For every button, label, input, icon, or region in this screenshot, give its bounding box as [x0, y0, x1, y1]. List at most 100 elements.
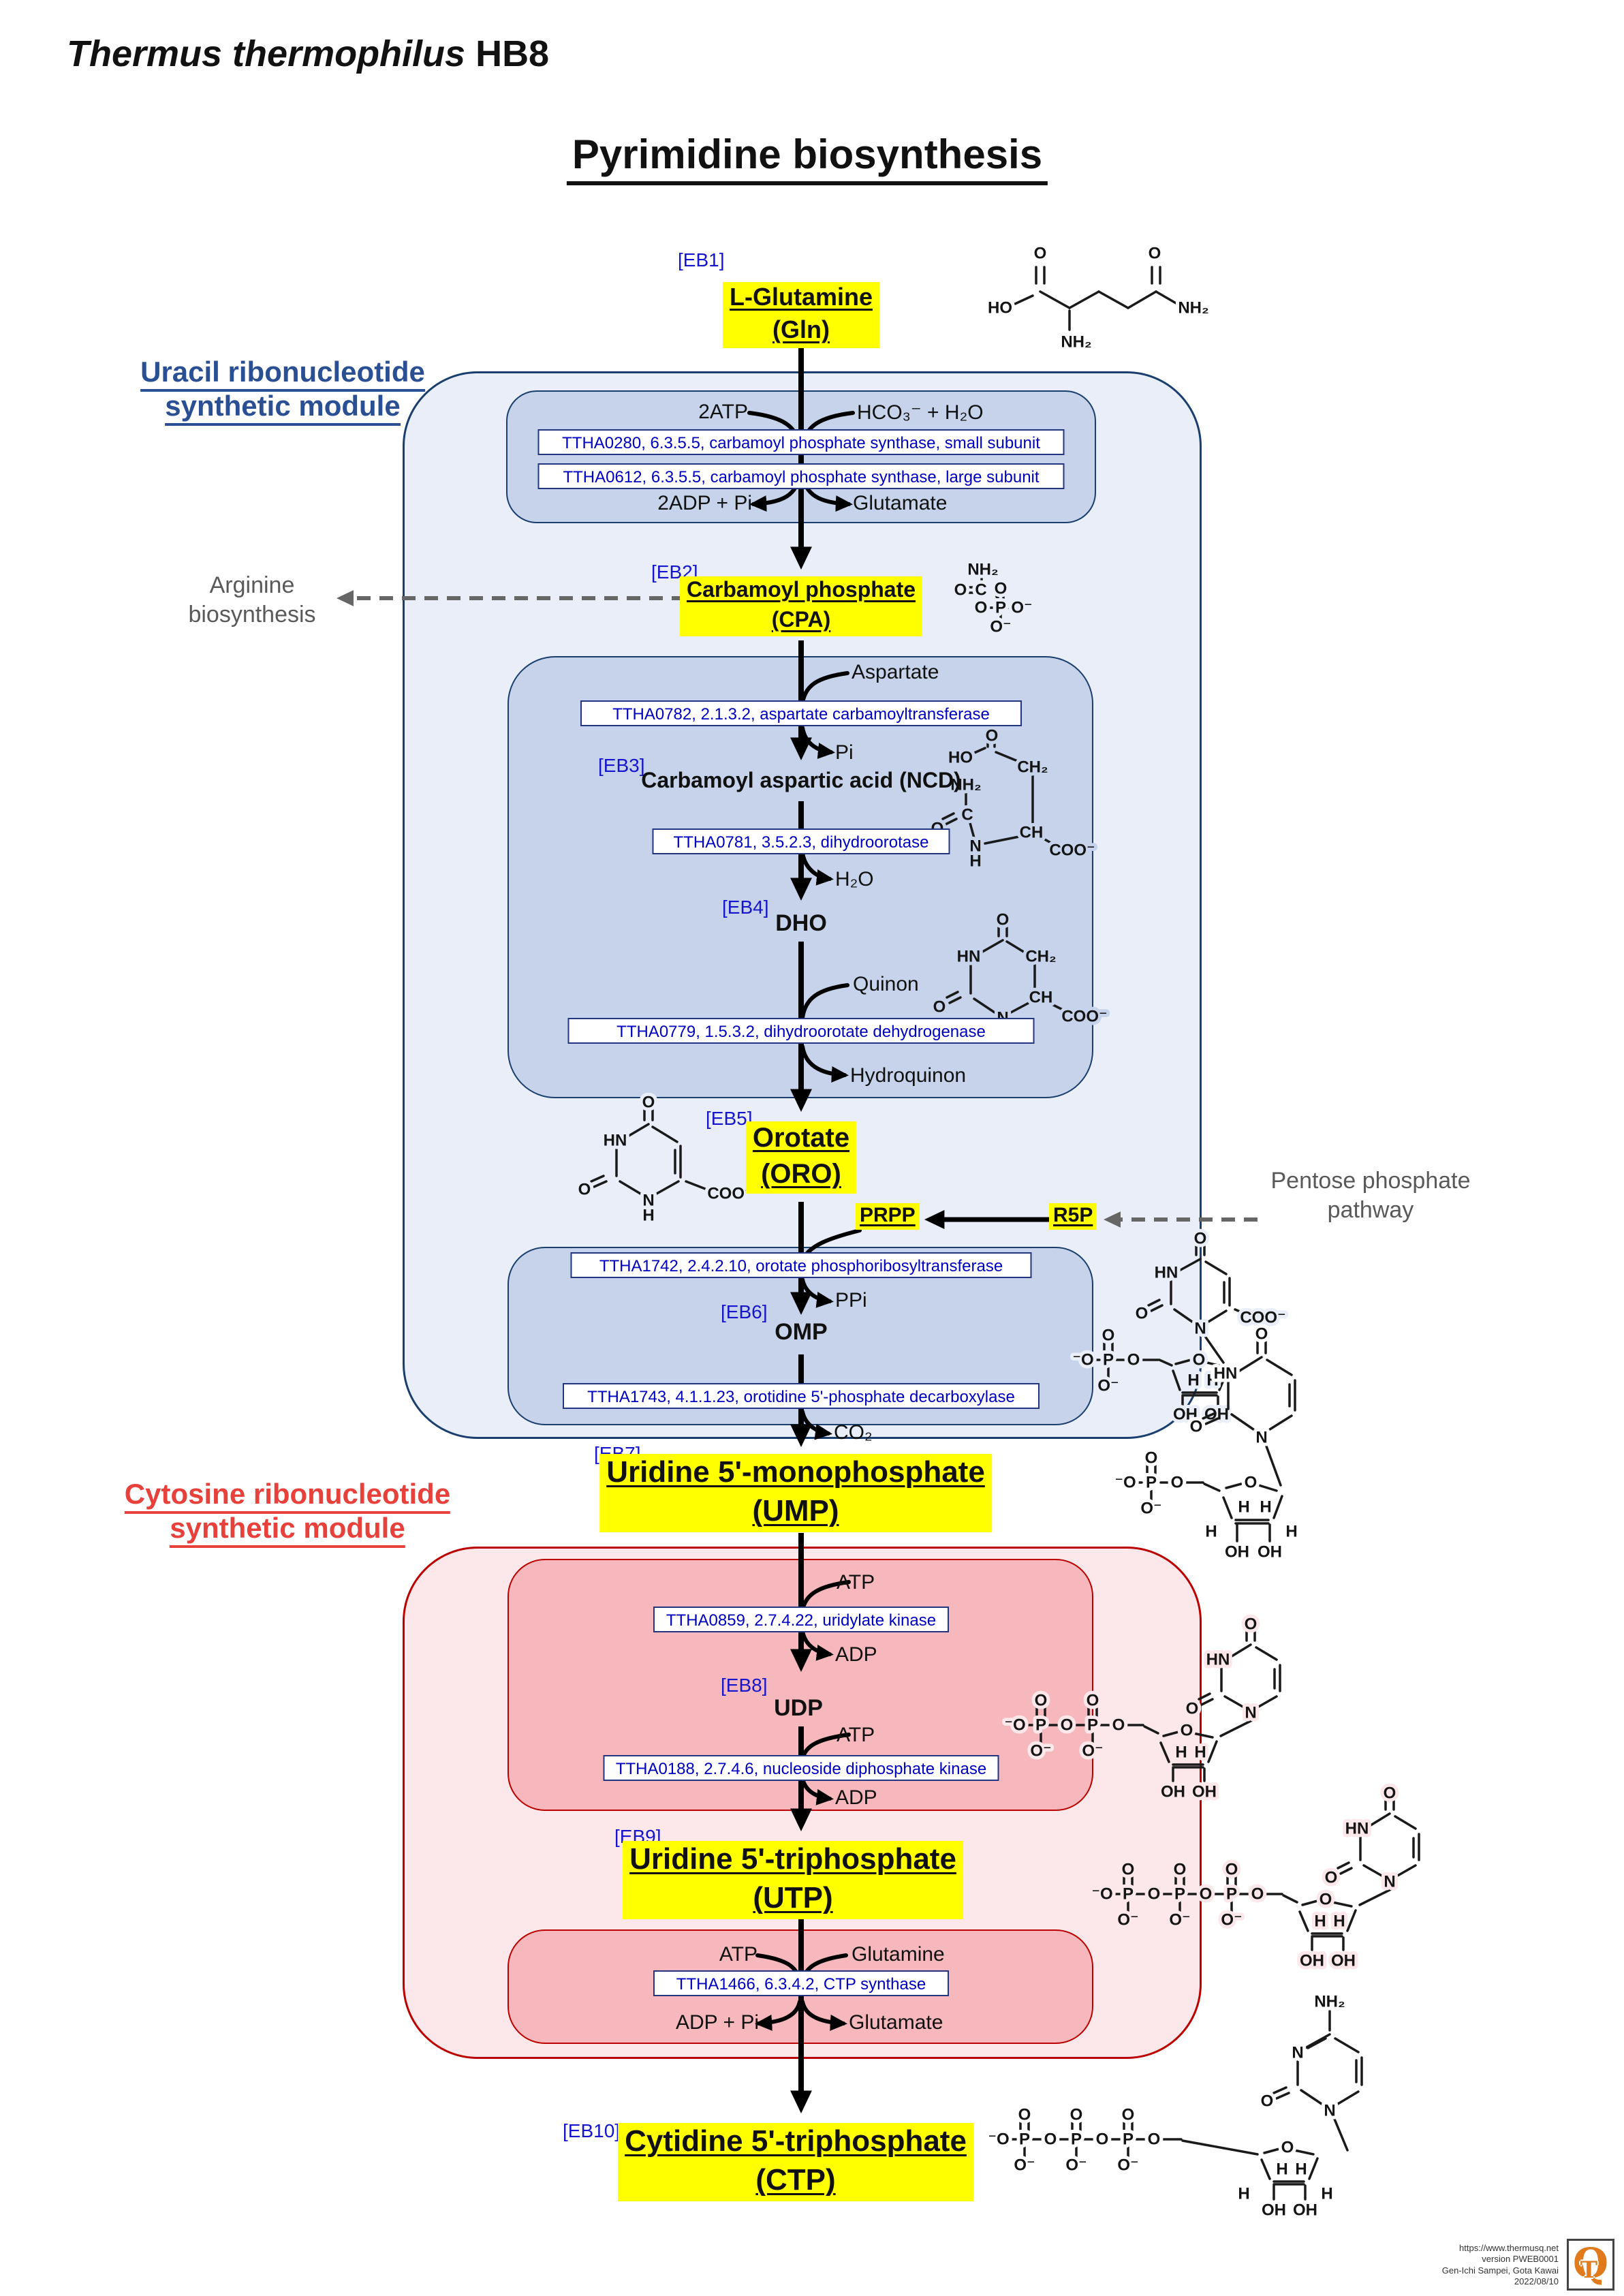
svg-text:N: N	[1255, 1429, 1267, 1447]
svg-text:OH: OH	[1293, 2201, 1317, 2220]
svg-text:H: H	[642, 1207, 654, 1225]
svg-text:O⁻: O⁻	[1011, 599, 1032, 617]
svg-text:N: N	[1245, 1704, 1256, 1722]
svg-text:COO⁻: COO⁻	[707, 1185, 753, 1203]
svg-text:CH: CH	[1029, 989, 1053, 1007]
svg-text:O: O	[642, 1093, 655, 1112]
svg-text:O: O	[1174, 1861, 1187, 1879]
svg-text:P: P	[1071, 2130, 1082, 2149]
svg-text:O: O	[997, 911, 1010, 929]
svg-text:OH: OH	[1192, 1783, 1217, 1801]
svg-text:H: H	[1238, 1498, 1249, 1517]
svg-text:OH: OH	[1173, 1406, 1198, 1424]
svg-text:O: O	[1149, 245, 1161, 263]
svg-text:P: P	[1019, 2130, 1030, 2149]
svg-text:O: O	[995, 580, 1008, 598]
cytosine-module-title: Cytosine ribonucleotide synthetic module	[124, 1480, 451, 1548]
svg-text:⁻O: ⁻O	[1004, 1716, 1025, 1735]
thermusq-logo: Q T	[1567, 2239, 1614, 2291]
enzyme-ttha1743: TTHA1743, 4.1.1.23, orotidine 5'-phospha…	[563, 1383, 1040, 1409]
svg-text:H: H	[1333, 1912, 1345, 1931]
svg-text:OH: OH	[1161, 1783, 1185, 1801]
cofactor-adp-ndk: ADP	[835, 1786, 877, 1809]
svg-text:O⁻: O⁻	[1117, 2156, 1138, 2175]
svg-text:HN: HN	[604, 1132, 627, 1150]
svg-text:P: P	[1123, 1885, 1134, 1904]
svg-text:HO: HO	[948, 749, 973, 767]
svg-text:COO⁻: COO⁻	[1061, 1008, 1107, 1026]
svg-text:O⁻: O⁻	[1082, 1742, 1103, 1760]
svg-text:H: H	[1175, 1743, 1187, 1762]
carbamoyl-aspartate-structure: HOOCH₂NH₂OCNHCHCOO⁻	[928, 724, 1099, 874]
svg-text:O⁻: O⁻	[1117, 1911, 1138, 1929]
cofactor-hco3-h2o: HCO₃⁻ + H₂O	[857, 401, 984, 424]
node-dho: DHO	[775, 910, 827, 936]
svg-text:NH₂: NH₂	[1314, 1993, 1345, 2011]
cofactor-glutamate-1: Glutamate	[853, 492, 948, 514]
cofactor-glutamate-cts: Glutamate	[849, 2011, 943, 2034]
node-gln: L-Glutamine (Gln)	[722, 282, 880, 348]
eb1-tag: [EB1]	[678, 249, 725, 270]
pentose-phosphate-label: Pentose phosphate pathway	[1270, 1168, 1471, 1223]
node-cpa: Carbamoyl phosphate (CPA)	[679, 576, 923, 636]
logo-q-glyph: Q	[1572, 2239, 1609, 2288]
svg-text:O: O	[1148, 2130, 1161, 2149]
prpp-chip: PRPP	[856, 1203, 920, 1230]
eb3-tag: [EB3]	[598, 755, 645, 776]
enzyme-ttha1742: TTHA1742, 2.4.2.10, orotate phosphoribos…	[570, 1252, 1032, 1278]
svg-text:O: O	[1122, 2106, 1135, 2124]
svg-text:HN: HN	[1214, 1365, 1238, 1383]
svg-text:HN: HN	[957, 948, 981, 966]
svg-text:P: P	[1146, 1474, 1157, 1492]
svg-text:H: H	[1295, 2160, 1307, 2179]
credits-authors: Gen-Ichi Sampei, Gota Kawai	[1441, 2265, 1559, 2276]
cofactor-pi: Pi	[835, 741, 854, 764]
svg-text:O: O	[1102, 1327, 1115, 1345]
svg-text:O: O	[1194, 1230, 1207, 1248]
svg-text:O: O	[1225, 1861, 1238, 1879]
svg-text:⁻O: ⁻O	[1072, 1351, 1093, 1369]
cofactor-atp-ndk: ATP	[837, 1724, 875, 1746]
node-ncd: Carbamoyl aspartic acid (NCD)	[641, 768, 961, 792]
svg-text:O: O	[1193, 1351, 1206, 1369]
svg-text:O: O	[1186, 1700, 1199, 1718]
svg-text:O: O	[1018, 2106, 1031, 2124]
enzyme-ttha0280: TTHA0280, 6.3.5.5, carbamoyl phosphate s…	[537, 429, 1065, 455]
cofactor-atp-cts: ATP	[719, 1943, 758, 1966]
cofactor-h2o: H₂O	[835, 868, 874, 890]
svg-text:HN: HN	[1206, 1651, 1230, 1669]
enzyme-ttha0612: TTHA0612, 6.3.5.5, carbamoyl phosphate s…	[537, 463, 1065, 489]
svg-text:NH₂: NH₂	[1061, 333, 1091, 352]
credits-version: version PWEB0001	[1482, 2254, 1559, 2265]
svg-text:O⁻: O⁻	[1140, 1500, 1161, 1518]
svg-text:H: H	[1238, 2185, 1249, 2203]
cofactor-2atp: 2ATP	[698, 401, 748, 423]
svg-text:O⁻: O⁻	[1221, 1911, 1242, 1929]
svg-text:O: O	[1112, 1716, 1125, 1735]
diagram-title-wrap: Pyrimidine biosynthesis	[566, 131, 1048, 185]
svg-text:COO⁻: COO⁻	[1240, 1309, 1285, 1327]
svg-text:O: O	[1200, 1885, 1213, 1904]
cofactor-adp-uk: ADP	[835, 1643, 877, 1666]
enzyme-ttha0188: TTHA0188, 2.7.4.6, nucleoside diphosphat…	[603, 1755, 999, 1781]
strain-name: HB8	[465, 33, 550, 74]
organism-name: Thermus thermophilus	[67, 33, 466, 74]
svg-text:O: O	[1251, 1885, 1264, 1904]
enzyme-ttha0779: TTHA0779, 1.5.3.2, dihydroorotate dehydr…	[567, 1018, 1035, 1044]
svg-text:CH: CH	[1020, 824, 1044, 842]
node-udp: UDP	[774, 1695, 823, 1721]
svg-text:O: O	[1136, 1305, 1149, 1323]
svg-text:O: O	[1261, 2092, 1274, 2111]
svg-text:O: O	[1061, 1716, 1074, 1735]
cofactor-hydroquinon: Hydroquinon	[850, 1064, 967, 1087]
svg-text:H: H	[1276, 2160, 1287, 2179]
svg-text:N: N	[1324, 2102, 1335, 2120]
svg-text:O: O	[986, 727, 999, 745]
svg-text:NH₂: NH₂	[967, 561, 998, 579]
svg-text:OH: OH	[1262, 2201, 1286, 2220]
logo-t-glyph: T	[1580, 2256, 1598, 2284]
